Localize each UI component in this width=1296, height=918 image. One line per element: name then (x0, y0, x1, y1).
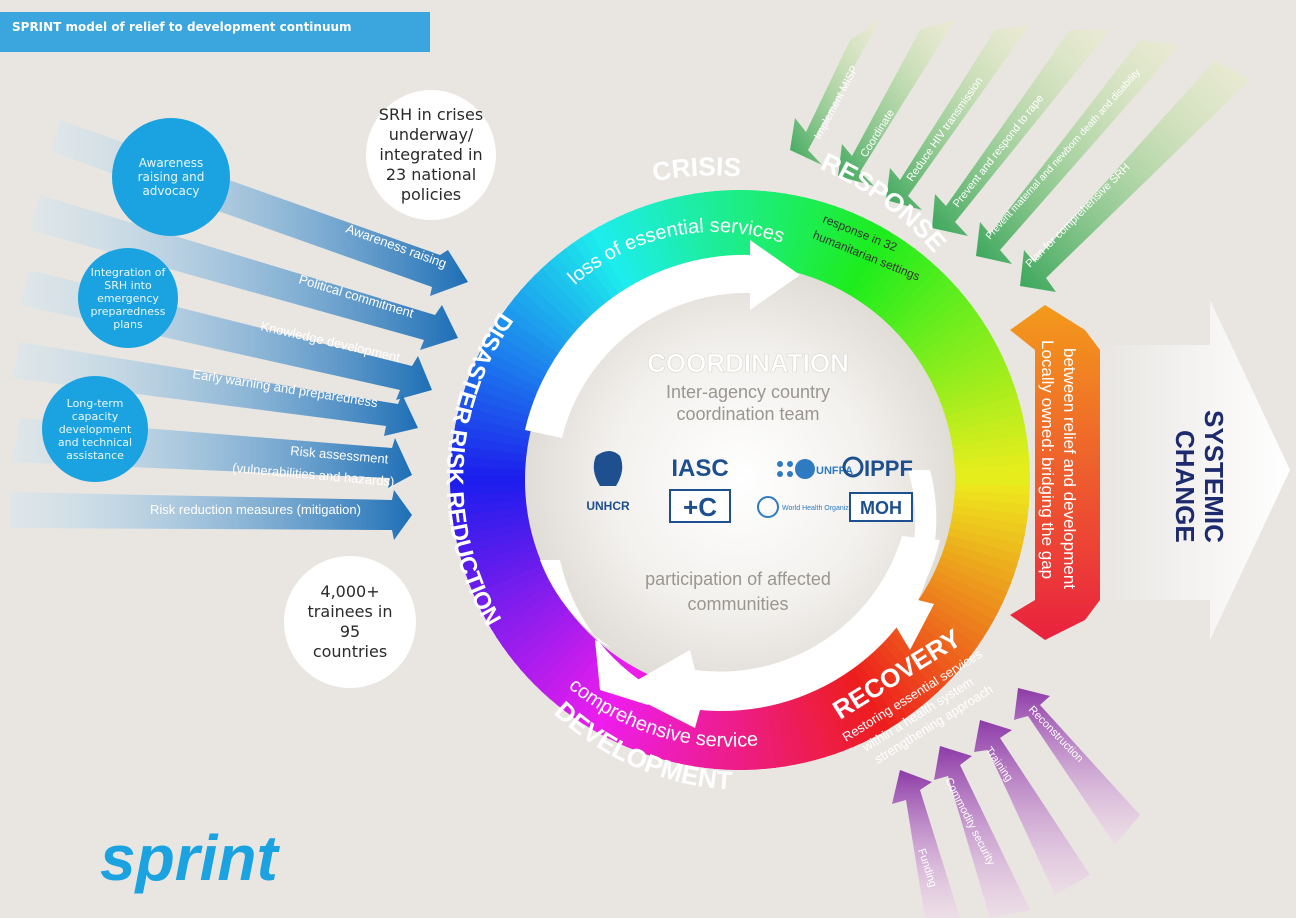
who-text: World Health Organization (782, 505, 864, 512)
recovery-arrow-3 (974, 720, 1090, 895)
stat-trainees-text: 4,000+ trainees in 95 countries (307, 582, 393, 661)
response-arrow-3 (886, 25, 1030, 210)
systemic-line-1: SYSTEMIC (1199, 410, 1229, 543)
recovery-arrow-4 (1014, 688, 1140, 845)
logo-redcross: +C (669, 489, 731, 523)
unhcr-text: UNHCR (586, 499, 630, 513)
response-arrow-1 (790, 20, 880, 165)
logo-unfpa: UNFPA (777, 459, 853, 479)
cycle-arrow-left (540, 560, 655, 705)
bridge-arrow (1010, 305, 1100, 640)
response-arrows (790, 20, 1250, 292)
coordination-sub-1: Inter-agency country (666, 382, 830, 402)
bridge-line-1: Locally owned: bridging the gap (1038, 340, 1057, 579)
logo-iasc: IASC (671, 455, 728, 482)
title-bar (0, 12, 430, 52)
moh-text: MOH (860, 498, 902, 518)
ippf-globe-icon (842, 456, 864, 478)
unfpa-dot-icon (787, 461, 793, 467)
logo-who: World Health Organization (757, 496, 864, 518)
drr-circle-awareness: Awareness raising and advocacy (112, 118, 230, 236)
participation-2: communities (687, 594, 788, 614)
ippf-text: IPPF (864, 456, 913, 481)
bridge-line-2: between relief and development (1060, 348, 1079, 589)
coordination-sub-2: coordination team (676, 404, 819, 424)
ring-segment (954, 464, 1030, 486)
unfpa-dot-icon (787, 471, 793, 477)
redcross-box (669, 489, 731, 523)
drr-circle-text: Integration of SRH into emergency prepar… (90, 265, 166, 331)
unhcr-emblem-icon (593, 451, 623, 486)
cycle-arrow-right (880, 470, 937, 650)
cycle-arrow-bottom (620, 536, 940, 728)
stat-policies-text: SRH in crises underway/ integrated in 23… (378, 105, 484, 204)
drr-arrow-2 (30, 195, 458, 350)
response-arrow-6 (1020, 60, 1250, 292)
continuum-ring (450, 190, 1030, 770)
drr-circle-integration: Integration of SRH into emergency prepar… (78, 248, 178, 348)
stat-bubble-trainees: 4,000+ trainees in 95 countries (284, 556, 416, 688)
coordination-title: COORDINATION (647, 348, 849, 378)
response-arrow-4 (932, 30, 1110, 236)
who-emblem-icon (757, 496, 779, 518)
participation-1: participation of affected (645, 569, 831, 589)
recovery-arrow-1 (892, 770, 960, 918)
drr-arrow-label-6: Risk reduction measures (mitigation) (150, 502, 361, 517)
sprint-logo: sprint (100, 822, 280, 894)
recovery-arrow-2 (934, 746, 1030, 918)
unfpa-circle-icon (795, 459, 815, 479)
drr-arrow-6 (10, 490, 412, 540)
recovery-arrows (892, 688, 1140, 918)
logo-unhcr: UNHCR (586, 451, 630, 513)
drr-circle-capacity: Long-term capacity development and techn… (42, 376, 148, 482)
unfpa-dot-icon (777, 461, 783, 467)
moh-box (849, 492, 913, 522)
stat-bubble-policies: SRH in crises underway/ integrated in 23… (366, 90, 496, 220)
crisis-label: CRISIS (650, 151, 742, 187)
response-arrow-2 (838, 20, 955, 186)
center-disc (525, 265, 955, 695)
systemic-line-2: CHANGE (1170, 430, 1200, 543)
systemic-change-arrow (1060, 300, 1290, 640)
response-arrow-5 (976, 40, 1180, 264)
drr-circle-text: Long-term capacity development and techn… (57, 396, 133, 462)
drr-arrow-4 (12, 342, 418, 436)
logo-moh: MOH (849, 492, 913, 522)
page-title: SPRINT model of relief to development co… (12, 20, 352, 34)
redcross-text: +C (683, 492, 717, 522)
cycle-arrow-top (525, 240, 800, 438)
drr-circle-text: Awareness raising and advocacy (137, 156, 205, 198)
unfpa-dot-icon (777, 471, 783, 477)
logo-ippf: IPPF (842, 456, 913, 481)
